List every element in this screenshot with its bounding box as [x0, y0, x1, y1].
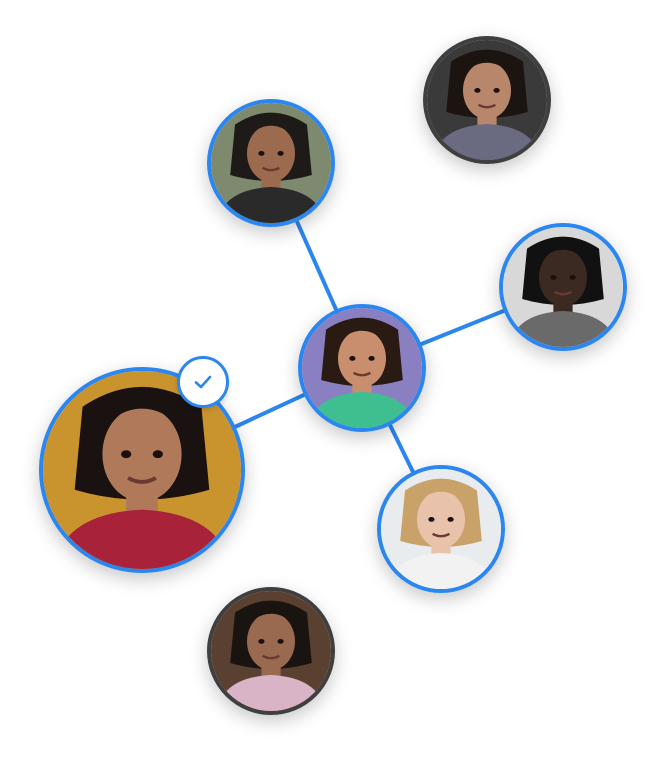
checkmark-icon	[194, 375, 212, 389]
avatar-center[interactable]	[298, 304, 426, 432]
avatar-photo	[211, 103, 331, 223]
avatar-right[interactable]	[499, 223, 627, 351]
avatar-photo	[381, 469, 501, 589]
selected-check-badge[interactable]	[177, 356, 229, 408]
avatar-bottom-right[interactable]	[377, 465, 505, 593]
avatar-photo	[427, 40, 547, 160]
avatar-top-left[interactable]	[207, 99, 335, 227]
avatar-top-right[interactable]	[423, 36, 551, 164]
avatar-photo	[503, 227, 623, 347]
avatar-photo	[302, 308, 422, 428]
avatar-bottom[interactable]	[207, 587, 335, 715]
avatar-photo	[211, 591, 331, 711]
